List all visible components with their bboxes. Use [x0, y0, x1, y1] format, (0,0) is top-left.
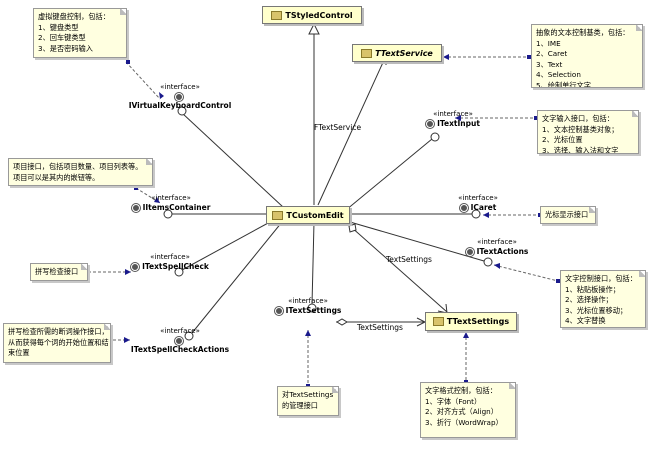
interface-icon — [459, 204, 468, 212]
class-icon — [272, 210, 284, 220]
note-spellcheckactions: 拼写检查所需的断词操作接口， 从而获得每个词的开始位置和结 束位置 — [3, 323, 111, 363]
interface-icon — [131, 204, 140, 212]
interface-icon — [465, 248, 474, 256]
note-items: 项目接口，包括项目数量、项目列表等。 项目可以是其内的嵌钮等。 — [8, 158, 153, 186]
realization-textsettings-intf — [311, 221, 315, 306]
note-textsettings-intf: 对TextSettings 的管理接口 — [277, 386, 339, 416]
lollipop-spellcheck — [174, 267, 184, 277]
note-textsettings: 文字格式控制，包括： 1、字体（Font） 2、对齐方式（Align） 3、折行… — [420, 382, 516, 438]
class-icon — [432, 317, 444, 326]
note-connectors — [88, 56, 559, 386]
aggregation-diamond-a — [348, 223, 357, 233]
aggregation-diamond-b — [336, 318, 348, 326]
class-tcustomedit[interactable]: TCustomEdit — [266, 206, 350, 224]
lollipop-spellcheckactions — [184, 331, 194, 341]
lollipop-caret — [471, 209, 481, 219]
lollipop-textsettings-intf — [307, 303, 317, 313]
note-textinput: 文字输入接口，包括： 1、文本控制基类对象； 2、光标位置 3、选择、输入法和文… — [537, 110, 639, 154]
lollipop-actions — [483, 257, 493, 267]
lollipop-vkb — [177, 106, 187, 116]
interface-icon — [174, 93, 183, 101]
interface-itextactions[interactable]: «interface»ITextActions — [462, 238, 532, 256]
note-spellcheck: 拼写检查接口 — [30, 263, 88, 281]
realization-textinput — [345, 138, 433, 211]
interface-itextinput[interactable]: «interface»ITextInput — [418, 110, 488, 128]
lollipop-items — [163, 209, 173, 219]
note-textservice: 抽象的文本控制基类，包括： 1、IME 2、Caret 3、Text 4、Sel… — [531, 24, 643, 88]
class-tstyledcontrol[interactable]: TStyledControl — [262, 6, 362, 24]
interface-itextspellcheckactions[interactable]: «interface»ITextSpellCheckActions — [130, 327, 230, 354]
interface-iitemscontainer[interactable]: «interface»IItemsContainer — [128, 194, 214, 212]
interface-icon — [426, 120, 435, 128]
class-ttextservice[interactable]: TTextService — [352, 44, 442, 62]
interface-icon — [174, 337, 183, 345]
relation-label-ftextservice: FTextService — [314, 123, 362, 132]
interface-itextsettings[interactable]: «interface»ITextSettings — [270, 297, 346, 315]
relation-label-textsettings-b: TextSettings — [357, 323, 403, 332]
class-icon — [361, 48, 373, 58]
note-vkb: 虚拟键盘控制，包括： 1、键盘类型 2、回车键类型 3、是否密码输入 — [33, 8, 127, 58]
interface-itextspellcheck[interactable]: «interface»ITextSpellCheck — [130, 253, 210, 271]
generalization-arrow — [308, 22, 320, 35]
realization-spellcheckactions — [191, 221, 283, 334]
association-ftextservice — [317, 57, 386, 206]
interface-icaret[interactable]: «interface»ICaret — [458, 194, 498, 212]
realization-vkb — [181, 112, 284, 208]
realization-spellcheck — [181, 221, 271, 271]
association-textsettings-a — [349, 225, 448, 313]
note-caret: 光标显示接口 — [540, 206, 596, 224]
interface-icon — [274, 307, 283, 315]
interface-ivirtualkeyboardcontrol[interactable]: «interface»IVirtualKeyboardControl — [128, 83, 232, 110]
interface-icon — [131, 263, 140, 271]
relation-label-textsettings-a: TextSettings — [386, 255, 432, 264]
realization-actions — [349, 221, 485, 262]
class-icon — [271, 10, 283, 20]
class-ttextsettings[interactable]: TTextSettings — [425, 312, 517, 331]
note-actions: 文字控制接口，包括： 1、粘贴板操作； 2、选择操作； 3、光标位置移动； 4、… — [560, 270, 646, 328]
lollipop-textinput — [430, 132, 440, 142]
